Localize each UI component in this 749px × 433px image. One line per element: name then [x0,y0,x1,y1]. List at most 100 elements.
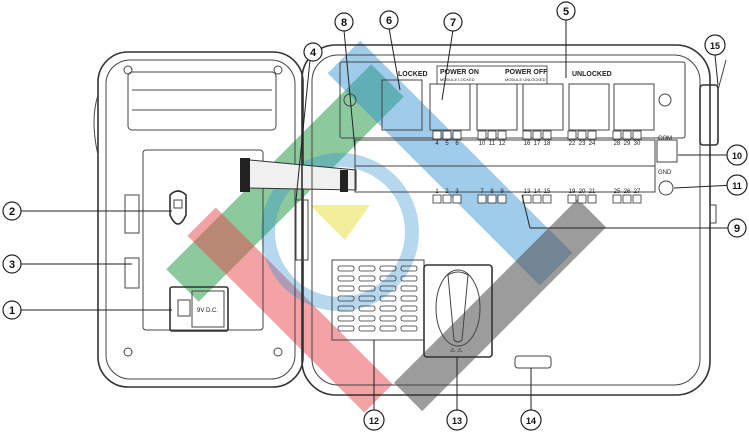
vent-slot [358,265,376,272]
unlocked-label: UNLOCKED [572,71,612,78]
vent-slot [337,265,355,272]
svg-text:15: 15 [710,41,720,51]
svg-text:13: 13 [452,416,462,426]
vent-slot [400,325,418,332]
terminal-screw [587,194,597,204]
terminal-number-3: 3 [455,189,459,195]
watermark-yellow-fan [310,205,370,240]
vent-slot [400,305,418,312]
terminal-screw [442,194,452,204]
module-slot [476,83,518,131]
vent-slot [379,285,397,292]
module-unlocked-label: MODULE UNLOCKED [505,77,546,82]
terminal-screw [577,194,587,204]
door-clip [169,190,187,225]
terminal-number-1: 1 [435,189,439,195]
vent-slot [400,265,418,272]
terminal-screw [497,194,507,204]
terminal-screw [542,194,552,204]
callout-14: 14 [520,409,542,431]
battery-label: 9V D.C. [197,308,218,314]
terminal-number-8: 8 [490,189,494,195]
vent-slot [358,305,376,312]
callout-15: 15 [704,34,726,56]
terminal-number-10: 10 [479,141,486,147]
svg-text:1: 1 [9,305,15,317]
terminal-number-4: 4 [435,141,439,147]
terminal-screw [487,130,497,140]
vent-slot [337,295,355,302]
terminal-screw [487,194,497,204]
ribbon-cable [240,158,357,192]
terminal-screw [577,130,587,140]
terminal-screw [442,130,452,140]
callout-7: 7 [443,12,463,32]
module-slot [568,83,610,131]
terminal-number-9: 9 [500,189,504,195]
terminal-screw [497,130,507,140]
terminal-number-11: 11 [489,141,496,147]
knockout-cover: ⚠ ⚠ [423,264,493,358]
terminal-number-28: 28 [614,141,621,147]
vent-slot [400,285,418,292]
module-slot [613,83,655,131]
terminal-screw [632,194,642,204]
callout-9: 9 [727,218,747,238]
terminal-screw [632,130,642,140]
callout-4: 4 [303,42,323,62]
vent-slot [337,325,355,332]
terminal-screw [432,194,442,204]
module-locked-label: MODULE LOCKED [440,77,475,82]
terminal-number-21: 21 [589,189,596,195]
vent-slot [358,295,376,302]
terminal-number-6: 6 [455,141,459,147]
callout-1: 1 [2,300,22,320]
callout-11: 11 [726,174,748,196]
terminal-screw [532,194,542,204]
svg-text:9: 9 [734,223,740,235]
terminal-number-17: 17 [534,141,541,147]
watermark-blue-bar [327,40,573,286]
terminal-screw [587,130,597,140]
terminal-number-26: 26 [624,189,631,195]
com-terminal: COM [656,136,678,163]
door-panel [93,51,304,388]
terminal-number-16: 16 [524,141,531,147]
terminal-number-2: 2 [445,189,449,195]
callout-6: 6 [379,10,399,30]
terminal-number-19: 19 [569,189,576,195]
transformer [699,59,727,146]
watermark-blue-ring [261,153,419,311]
vent-slot [358,315,376,322]
callout-13: 13 [446,409,468,431]
terminal-screw [522,130,532,140]
terminal-screw [622,130,632,140]
terminal-strip-bottom [354,165,656,193]
terminal-screw [612,194,622,204]
vent-slot [337,315,355,322]
svg-text:6: 6 [386,15,392,27]
terminal-number-25: 25 [614,189,621,195]
battery-holder: 9V D.C. [169,286,229,332]
vent-slot [379,315,397,322]
leader-lines [20,18,736,410]
vent-slot [379,305,397,312]
svg-text:11: 11 [732,181,742,191]
vent-slot [379,325,397,332]
svg-text:4: 4 [310,47,317,59]
terminal-number-23: 23 [579,141,586,147]
terminal-screw [542,130,552,140]
svg-text:7: 7 [450,17,456,29]
terminal-screw [432,130,442,140]
bottom-knockout [514,355,552,369]
terminal-screw [622,194,632,204]
svg-text:3: 3 [9,259,15,271]
power-on-label: POWER ON [440,69,479,76]
terminal-number-7: 7 [480,189,484,195]
watermark-gray-bar [393,198,607,412]
svg-text:12: 12 [369,416,379,426]
terminal-number-29: 29 [624,141,631,147]
terminal-screw [532,130,542,140]
vent-slot [358,285,376,292]
